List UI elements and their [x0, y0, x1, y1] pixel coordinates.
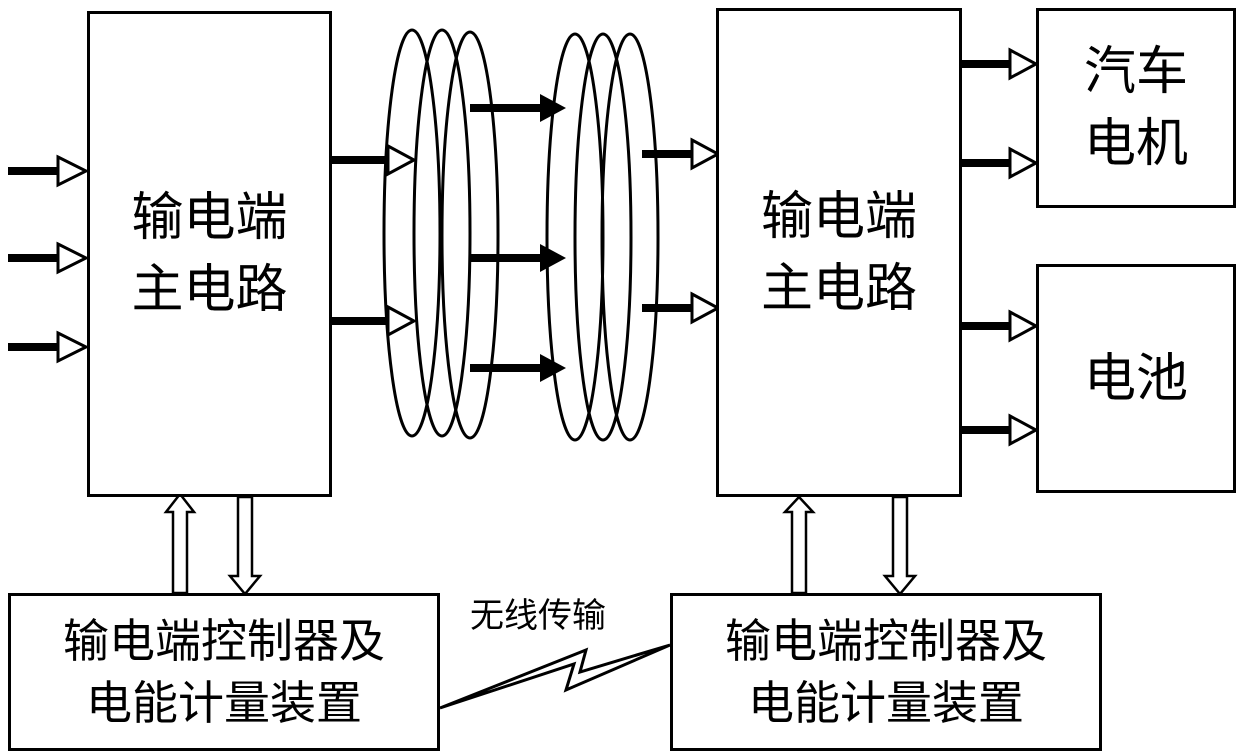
tx-control-down-arrow: [230, 497, 260, 594]
tx-output-arrow-1: [332, 146, 414, 174]
rx-ctrl-line1: 输电端控制器及: [725, 610, 1047, 672]
to-battery-arrow-2: [962, 416, 1036, 444]
tx-controller-box: 输电端控制器及 电能计量装置: [8, 593, 440, 751]
receiver-coil: [547, 34, 658, 440]
rx-feedback-up-arrow: [785, 497, 813, 593]
rx-input-arrow-1: [642, 140, 718, 168]
tx-ctrl-line2: 电能计量装置: [86, 672, 362, 734]
rx-ctrl-line2: 电能计量装置: [748, 672, 1024, 734]
input-arrow-3: [8, 333, 86, 361]
rx-main-line1: 输电端: [761, 181, 917, 253]
to-battery-arrow-1: [962, 312, 1036, 340]
rx-control-down-arrow: [885, 497, 915, 594]
rx-input-arrow-2: [642, 294, 718, 322]
tx-output-arrow-2: [332, 307, 414, 335]
rx-main-circuit-box: 输电端 主电路: [716, 8, 962, 497]
motor-box: 汽车 电机: [1036, 8, 1236, 208]
wireless-link-bolt: [440, 645, 670, 708]
input-arrow-1: [8, 157, 86, 185]
to-motor-arrow-2: [962, 149, 1036, 177]
motor-line2: 电机: [1084, 108, 1188, 180]
input-arrow-2: [8, 244, 86, 272]
tx-main-circuit-box: 输电端 主电路: [87, 11, 332, 497]
motor-line1: 汽车: [1084, 36, 1188, 108]
rx-controller-box: 输电端控制器及 电能计量装置: [670, 593, 1102, 751]
battery-label: 电池: [1084, 343, 1188, 415]
transmitter-coil: [384, 30, 498, 438]
rx-main-line2: 主电路: [761, 253, 917, 325]
tx-feedback-up-arrow: [166, 494, 194, 593]
battery-box: 电池: [1036, 264, 1236, 493]
field-arrow-2: [470, 244, 566, 272]
wireless-transmission-label: 无线传输: [470, 588, 606, 637]
tx-ctrl-line1: 输电端控制器及: [63, 610, 385, 672]
to-motor-arrow-1: [962, 50, 1036, 78]
tx-main-line2: 主电路: [131, 254, 287, 326]
tx-main-line1: 输电端: [131, 182, 287, 254]
